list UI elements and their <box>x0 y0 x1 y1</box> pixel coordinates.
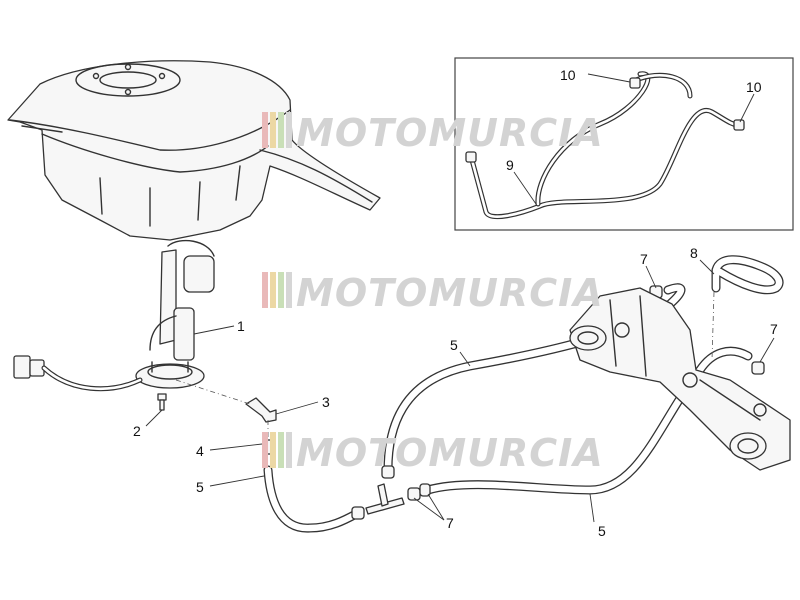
wm-stripe <box>278 112 284 148</box>
t-connector-icon <box>365 483 405 515</box>
elbow-fitting-icon <box>245 397 277 423</box>
callout-8: 8 <box>690 245 698 261</box>
inset-panel <box>454 57 794 231</box>
callout-2: 2 <box>133 423 141 439</box>
callout-7-top: 7 <box>640 251 648 267</box>
bolt-icon <box>157 393 167 411</box>
callout-10-right: 10 <box>746 79 762 95</box>
watermark-logo-3: MOTOMURCIA <box>262 431 604 475</box>
watermark-text: MOTOMURCIA <box>296 111 604 155</box>
connector-plug-icon <box>13 355 143 392</box>
callout-9: 9 <box>506 157 514 173</box>
watermark-text: MOTOMURCIA <box>296 431 604 475</box>
wm-stripe <box>270 112 276 148</box>
wm-stripe <box>262 112 268 148</box>
callout-1: 1 <box>237 318 245 334</box>
watermark-logo-2: MOTOMURCIA <box>262 271 604 315</box>
callout-5-upper: 5 <box>450 337 458 353</box>
callout-3: 3 <box>322 394 330 410</box>
callout-5-right: 5 <box>598 523 606 539</box>
callout-5-left: 5 <box>196 479 204 495</box>
throttle-body-icon <box>569 287 791 471</box>
wm-stripe <box>286 112 292 148</box>
watermark-text: MOTOMURCIA <box>296 271 604 315</box>
fuel-tank-icon <box>7 60 381 241</box>
watermark-logo-1: MOTOMURCIA <box>262 111 604 155</box>
leader-lines <box>145 73 775 523</box>
fuel-hose-icon <box>263 255 784 533</box>
callout-10-left: 10 <box>560 67 576 83</box>
callout-7-bottom: 7 <box>446 515 454 531</box>
fuel-pump-assembly-icon <box>135 239 215 389</box>
callout-4: 4 <box>196 443 204 459</box>
callout-7-right: 7 <box>770 321 778 337</box>
